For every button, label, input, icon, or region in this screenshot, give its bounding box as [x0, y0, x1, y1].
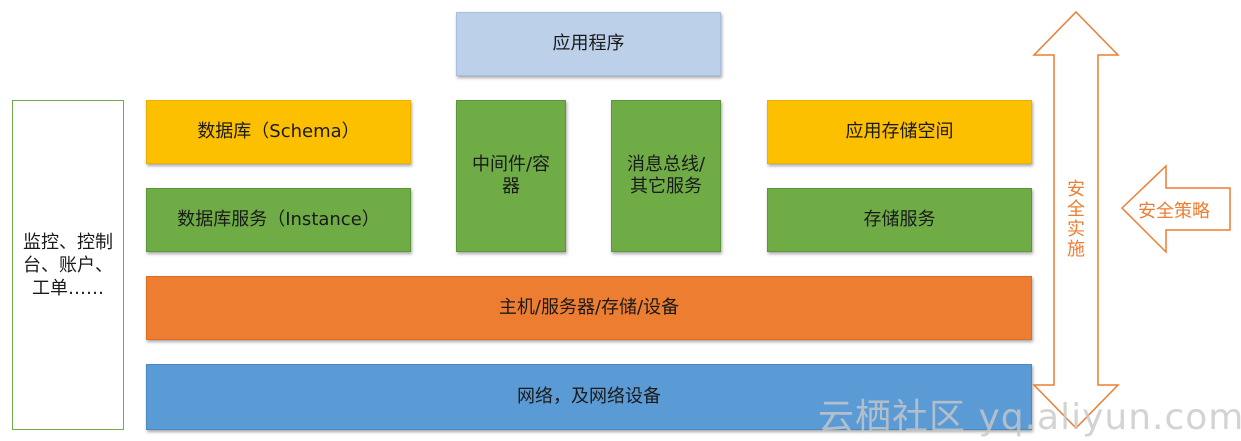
security-implementation-label: 安全实施 [1067, 179, 1085, 260]
security-policy-label: 安全策略 [1138, 201, 1210, 222]
application-box: 应用程序 [456, 12, 721, 76]
side-panel-ops: 监控、控制台、账户、工单…… [12, 100, 124, 430]
policy-left-arrow-icon [1120, 164, 1231, 254]
app-storage-space-label: 应用存储空间 [845, 121, 954, 142]
message-bus-label: 消息总线/其它服务 [626, 154, 706, 197]
network-label: 网络，及网络设备 [517, 386, 661, 407]
application-label: 应用程序 [552, 33, 625, 54]
middleware-container-box: 中间件/容器 [456, 100, 566, 252]
storage-service-label: 存储服务 [863, 209, 936, 230]
database-schema-box: 数据库（Schema） [146, 100, 411, 164]
host-server-label: 主机/服务器/存储/设备 [498, 297, 680, 318]
message-bus-box: 消息总线/其它服务 [611, 100, 721, 252]
middleware-container-label: 中间件/容器 [471, 154, 551, 197]
database-service-box: 数据库服务（Instance） [146, 188, 411, 252]
storage-service-box: 存储服务 [767, 188, 1032, 252]
network-layer: 网络，及网络设备 [146, 364, 1032, 430]
app-storage-space-box: 应用存储空间 [767, 100, 1032, 164]
database-service-label: 数据库服务（Instance） [177, 209, 380, 230]
security-double-arrow-icon [1032, 10, 1120, 430]
database-schema-label: 数据库（Schema） [197, 121, 360, 142]
side-panel-label: 监控、控制台、账户、工单…… [23, 231, 113, 299]
watermark: 云栖社区 yq.aliyun.com [818, 397, 1241, 438]
host-server-layer: 主机/服务器/存储/设备 [146, 276, 1032, 340]
